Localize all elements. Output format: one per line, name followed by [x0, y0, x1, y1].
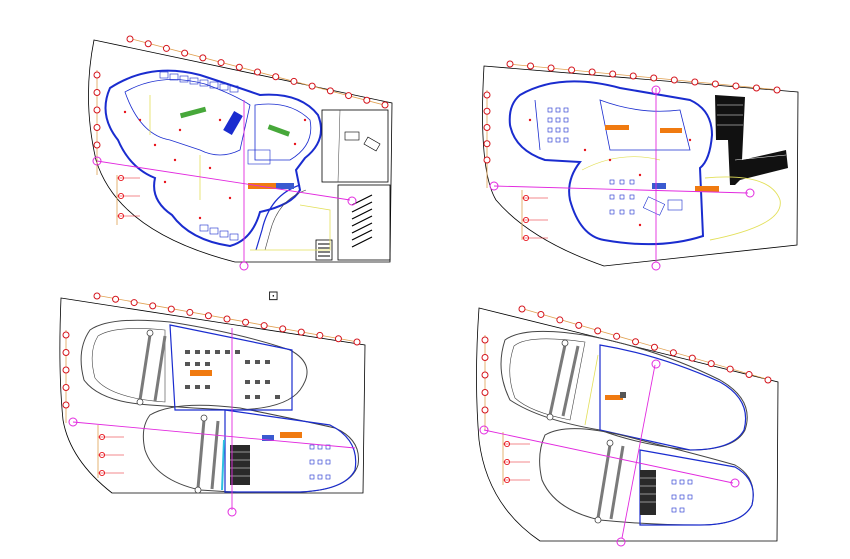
grid-bubble: [144, 40, 152, 48]
site-boundary: [476, 307, 779, 542]
plan-top-left: [88, 37, 393, 271]
grid-bubble: [308, 82, 316, 90]
grid-bubble: [691, 78, 699, 86]
grid-bubble: [670, 76, 678, 84]
grid-bubble: [752, 84, 760, 92]
grid-bubble: [547, 64, 555, 72]
wing-right: [321, 109, 389, 183]
grid-bubble: [363, 96, 371, 104]
grid-bubble: [707, 360, 715, 368]
grid-bubble: [62, 401, 70, 409]
center-mark-icon: ⊡: [268, 289, 279, 304]
grid-bubble: [609, 70, 617, 78]
grid-bubble: [297, 328, 305, 336]
grid-bubble: [506, 60, 514, 68]
grid-bubble: [93, 292, 101, 300]
grid-bubble: [223, 315, 231, 323]
grid-bubble: [162, 44, 170, 52]
plan-top-right: [482, 63, 799, 271]
grid-bubble: [613, 332, 621, 340]
grid-bubble: [316, 331, 324, 339]
grid-bubble: [167, 305, 175, 313]
grid-bubble: [669, 349, 677, 357]
grid-bubble: [126, 35, 134, 43]
grid-bubble: [764, 376, 772, 384]
grid-bubble: [575, 321, 583, 329]
grid-bubble: [481, 371, 489, 379]
grid-bubble: [481, 336, 489, 344]
grid-bubble: [217, 59, 225, 67]
site-boundary: [59, 297, 366, 494]
grid-bubble: [235, 63, 243, 71]
section-line-h: [96, 160, 351, 201]
grid-bubble: [62, 384, 70, 391]
plan-bottom-right: [476, 307, 779, 547]
grid-bubble: [93, 106, 101, 114]
grid-bubble: [130, 299, 138, 307]
grid-bubble: [186, 308, 194, 316]
grid-bubble: [254, 68, 261, 76]
grid-bubble: [568, 66, 576, 74]
grid-bubble: [381, 101, 389, 109]
section-marker: [92, 156, 102, 166]
grid-bubble: [326, 87, 334, 95]
grid-bubble: [112, 295, 120, 303]
site-boundary: [88, 39, 393, 263]
grid-bubble: [279, 325, 287, 333]
grid-bubble: [260, 322, 268, 330]
grid-bubble: [588, 68, 596, 76]
site-boundary: [482, 65, 799, 267]
grid-bubble: [242, 318, 250, 326]
building-outline: [80, 319, 308, 411]
grid-bubble: [481, 389, 489, 396]
grid-bubble: [93, 124, 101, 131]
grid-bubble: [345, 92, 353, 100]
grid-bubble: [483, 124, 491, 131]
building-outline: [104, 69, 322, 248]
grid-bubble: [527, 62, 535, 70]
grid-bubbles: [62, 35, 781, 414]
grid-bubble: [204, 312, 212, 320]
grid-bubble: [62, 349, 70, 356]
green-accent: [179, 106, 207, 119]
grid-bubble: [650, 74, 658, 82]
grid-bubble: [62, 366, 70, 374]
grid-bubble: [773, 86, 781, 94]
grid-bubble: [481, 354, 489, 361]
grid-bubble: [483, 107, 491, 115]
grid-bubble: [334, 335, 342, 343]
grid-bubble: [537, 310, 545, 318]
grid-bubble: [629, 72, 637, 80]
grid-bubble: [650, 343, 658, 351]
building-outline: [500, 330, 748, 451]
grid-bubble: [483, 156, 491, 164]
grid-bubble: [483, 140, 491, 148]
grid-bubble: [290, 77, 298, 85]
grid-bubble: [272, 73, 280, 81]
grid-bubble: [483, 91, 491, 99]
grid-bubble: [711, 80, 719, 88]
grid-bubble: [688, 354, 696, 362]
grid-bubble: [732, 82, 740, 90]
grid-bubble: [93, 89, 101, 96]
grid-bubble: [481, 406, 489, 414]
parking-stalls: [351, 194, 373, 248]
grid-bubble: [93, 141, 101, 149]
plan-bottom-left: [59, 294, 366, 517]
grid-bubble: [93, 71, 101, 79]
grid-bubble: [518, 305, 526, 313]
grid-bubble: [632, 338, 640, 346]
dark-block: [715, 95, 788, 185]
grid-bubble: [726, 365, 734, 373]
grid-bubble: [745, 371, 753, 379]
building-outline: [508, 80, 714, 246]
grid-bubble: [353, 338, 361, 346]
grid-bubble: [181, 49, 189, 57]
grid-bubble: [556, 316, 564, 324]
grid-bubble: [149, 302, 157, 310]
grid-bubble: [199, 54, 207, 62]
grid-bubble: [594, 327, 602, 335]
grid-bubble: [62, 331, 70, 339]
